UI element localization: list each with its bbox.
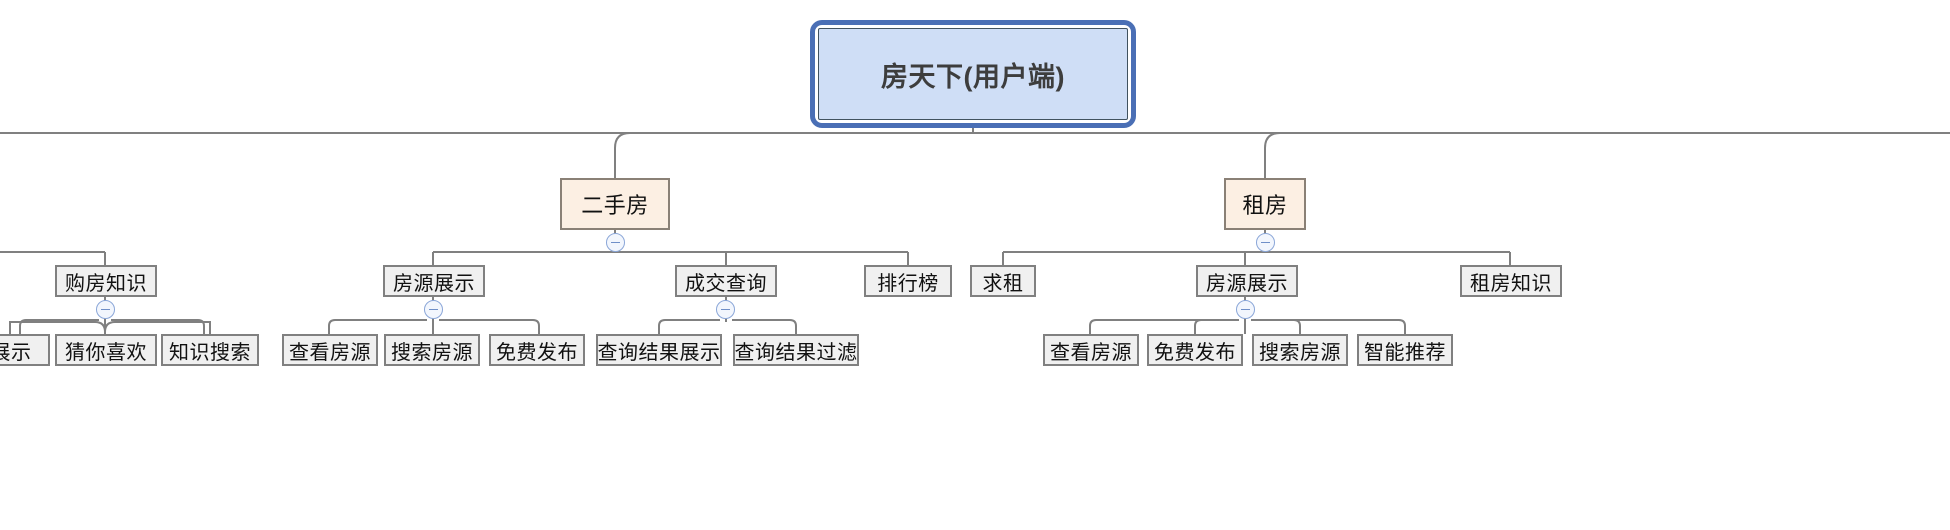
- node-zufang-label: 租房: [1242, 193, 1288, 218]
- node-chaxunjieguoguolv[interactable]: 查询结果过滤: [733, 334, 859, 366]
- node-chakanfangyuan-ershoufang[interactable]: 查看房源: [282, 334, 378, 366]
- node-zhinengtuijian[interactable]: 智能推荐: [1357, 334, 1453, 366]
- node-zhanshi-clipped-label: 展示: [0, 341, 32, 364]
- node-qiuzu[interactable]: 求租: [970, 265, 1036, 297]
- node-zhishisousuo[interactable]: 知识搜索: [161, 334, 259, 366]
- node-fangyuanzhanshi-ershoufang[interactable]: 房源展示: [383, 265, 485, 297]
- node-mianfeifabu-ershoufang-label: 免费发布: [496, 341, 578, 364]
- node-chakanfangyuan-zufang-label: 查看房源: [1050, 341, 1132, 364]
- node-zhanshi-clipped[interactable]: 展示: [0, 334, 50, 366]
- node-zufangzhishi[interactable]: 租房知识: [1460, 265, 1562, 297]
- node-fangyuanzhanshi-zufang-label: 房源展示: [1206, 272, 1288, 295]
- root-node-fangtianxia[interactable]: 房天下(用户端): [818, 28, 1128, 120]
- root-node-label: 房天下(用户端): [881, 61, 1065, 92]
- node-chaxunjieguozhanshi-label: 查询结果展示: [597, 341, 721, 364]
- node-mianfeifabu-ershoufang[interactable]: 免费发布: [489, 334, 585, 366]
- node-mianfeifabu-zufang[interactable]: 免费发布: [1147, 334, 1243, 366]
- node-chengjiaochaxun-label: 成交查询: [685, 272, 767, 295]
- node-zufang[interactable]: 租房: [1224, 178, 1306, 230]
- node-zufangzhishi-label: 租房知识: [1470, 272, 1552, 295]
- node-goufangzhishi[interactable]: 购房知识: [55, 265, 157, 297]
- node-sousuofangyuan-ershoufang-label: 搜索房源: [391, 341, 473, 364]
- node-paihangbang[interactable]: 排行榜: [864, 265, 952, 297]
- node-zhishisousuo-label: 知识搜索: [169, 341, 251, 364]
- node-ershoufang[interactable]: 二手房: [560, 178, 670, 230]
- node-ershoufang-label: 二手房: [581, 193, 649, 218]
- collapse-toggle-fangyuanzhanshi-ershoufang[interactable]: [424, 300, 443, 319]
- collapse-toggle-goufangzhishi[interactable]: [96, 300, 115, 319]
- collapse-toggle-zufang[interactable]: [1256, 233, 1275, 252]
- root-node-ring: [810, 20, 1136, 128]
- collapse-toggle-chengjiaochaxun[interactable]: [716, 300, 735, 319]
- node-sousuofangyuan-zufang-label: 搜索房源: [1259, 341, 1341, 364]
- node-chakanfangyuan-ershoufang-label: 查看房源: [289, 341, 371, 364]
- node-chaxunjieguozhanshi[interactable]: 查询结果展示: [596, 334, 722, 366]
- node-zhinengtuijian-label: 智能推荐: [1364, 341, 1446, 364]
- node-sousuofangyuan-zufang[interactable]: 搜索房源: [1252, 334, 1348, 366]
- node-goufangzhishi-label: 购房知识: [65, 272, 147, 295]
- node-chengjiaochaxun[interactable]: 成交查询: [675, 265, 777, 297]
- node-chakanfangyuan-zufang[interactable]: 查看房源: [1043, 334, 1139, 366]
- node-paihangbang-label: 排行榜: [877, 272, 939, 295]
- node-cainixihuan[interactable]: 猜你喜欢: [55, 334, 157, 366]
- node-cainixihuan-label: 猜你喜欢: [65, 341, 147, 364]
- node-fangyuanzhanshi-zufang[interactable]: 房源展示: [1196, 265, 1298, 297]
- collapse-toggle-ershoufang[interactable]: [606, 233, 625, 252]
- node-qiuzu-label: 求租: [982, 272, 1024, 295]
- node-sousuofangyuan-ershoufang[interactable]: 搜索房源: [384, 334, 480, 366]
- node-mianfeifabu-zufang-label: 免费发布: [1154, 341, 1236, 364]
- collapse-toggle-fangyuanzhanshi-zufang[interactable]: [1236, 300, 1255, 319]
- node-chaxunjieguoguolv-label: 查询结果过滤: [734, 341, 858, 364]
- node-fangyuanzhanshi-ershoufang-label: 房源展示: [393, 272, 475, 295]
